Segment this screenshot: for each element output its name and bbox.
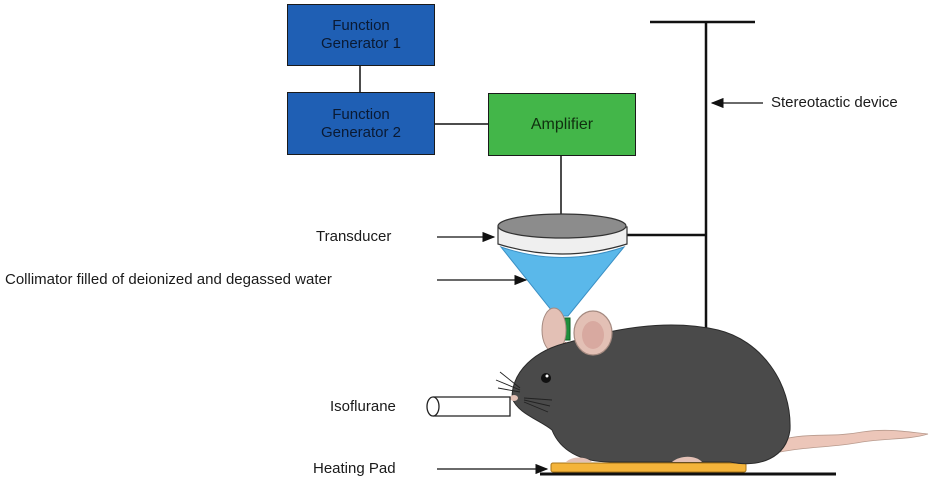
amplifier-label: Amplifier xyxy=(530,115,594,133)
function-generator-2-line2: Generator 2 xyxy=(320,123,402,141)
isoflurane-label: Isoflurane xyxy=(330,398,396,415)
function-generator-1-line1: Function xyxy=(332,17,390,34)
mouse-paw-front xyxy=(566,457,592,462)
function-generator-2-line1: Function xyxy=(332,105,390,123)
mouse-paw-rear xyxy=(672,456,702,462)
mouse xyxy=(495,307,929,465)
mouse-body xyxy=(511,324,791,465)
stereotactic-device xyxy=(627,20,755,470)
transducer-label: Transducer xyxy=(316,228,392,245)
isoflurane-tube xyxy=(426,396,511,417)
transducer xyxy=(497,213,628,255)
heating-pad-label: Heating Pad xyxy=(313,460,396,477)
collimator xyxy=(499,245,626,317)
amplifier-box: Amplifier xyxy=(488,93,636,156)
function-generator-1-box: Function Generator 1 xyxy=(287,4,435,66)
mouse-eye xyxy=(541,373,551,383)
collimator-label: Collimator filled of deionized and degas… xyxy=(5,271,332,288)
function-generator-1-line2: Generator 1 xyxy=(320,35,402,52)
mouse-whiskers xyxy=(495,371,553,413)
mouse-tail xyxy=(779,429,929,453)
heating-pad xyxy=(550,462,747,473)
mouse-nose xyxy=(510,395,518,401)
function-generator-2-box: Function Generator 2 xyxy=(287,92,435,155)
stereotactic-device-label: Stereotactic device xyxy=(771,94,898,111)
